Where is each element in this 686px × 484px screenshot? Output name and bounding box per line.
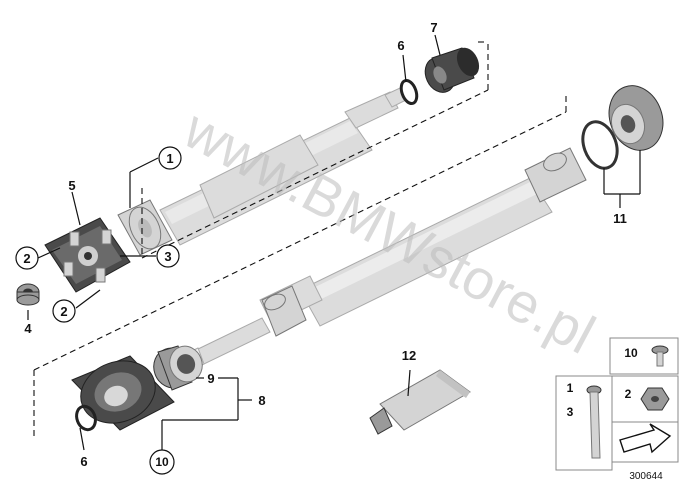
bolt-icon xyxy=(101,229,112,245)
upper-ring-and-boot xyxy=(399,47,480,106)
callout-circle xyxy=(149,449,175,475)
label-4: 4 xyxy=(24,321,32,336)
callout-circle xyxy=(156,244,180,268)
label-6b: 6 xyxy=(80,454,87,469)
label-11: 11 xyxy=(613,211,627,226)
label-2b: 2 xyxy=(60,304,67,319)
label-8: 8 xyxy=(258,393,265,408)
front-drive-shaft xyxy=(117,87,407,256)
label-9: 9 xyxy=(207,371,214,386)
arrow-icon xyxy=(619,423,672,454)
bolt-icon xyxy=(586,385,602,459)
nut-icon xyxy=(640,387,670,411)
output-flange-assembly xyxy=(581,85,664,170)
label-7: 7 xyxy=(430,20,437,35)
label-1: 1 xyxy=(166,151,173,166)
legend-label-3: 3 xyxy=(567,405,574,419)
label-10: 10 xyxy=(155,455,169,469)
leader-lines xyxy=(27,34,641,451)
center-bearing-assembly xyxy=(71,345,203,432)
bolt-icon xyxy=(69,231,80,247)
rear-drive-shaft xyxy=(189,147,587,369)
legend-label-1: 1 xyxy=(567,381,574,395)
legend-label-10: 10 xyxy=(624,346,638,360)
label-12: 12 xyxy=(402,348,416,363)
label-5: 5 xyxy=(68,178,75,193)
callout-circle xyxy=(52,299,76,323)
callout-circle xyxy=(158,146,182,170)
label-6a: 6 xyxy=(397,38,404,53)
centering-sleeve-icon xyxy=(424,47,480,93)
bolt-icon xyxy=(95,267,106,283)
watermark-text: www.BMWstore.pl xyxy=(173,97,605,366)
screw-icon xyxy=(651,345,669,367)
legend-label-2: 2 xyxy=(625,387,632,401)
assembly-outline xyxy=(33,41,567,440)
reference-number: 300644 xyxy=(629,471,663,482)
label-3: 3 xyxy=(164,249,171,264)
label-2a: 2 xyxy=(23,251,30,266)
flex-disc-assembly xyxy=(16,217,131,306)
bolt-icon xyxy=(63,261,74,277)
callout-circle xyxy=(15,246,39,270)
fastener-legend: 10 1 3 2 300644 xyxy=(555,337,679,482)
callout-labels: 1 5 2 3 2 4 6 7 11 12 9 8 6 10 xyxy=(15,20,627,475)
grease-tube-icon xyxy=(369,369,471,435)
